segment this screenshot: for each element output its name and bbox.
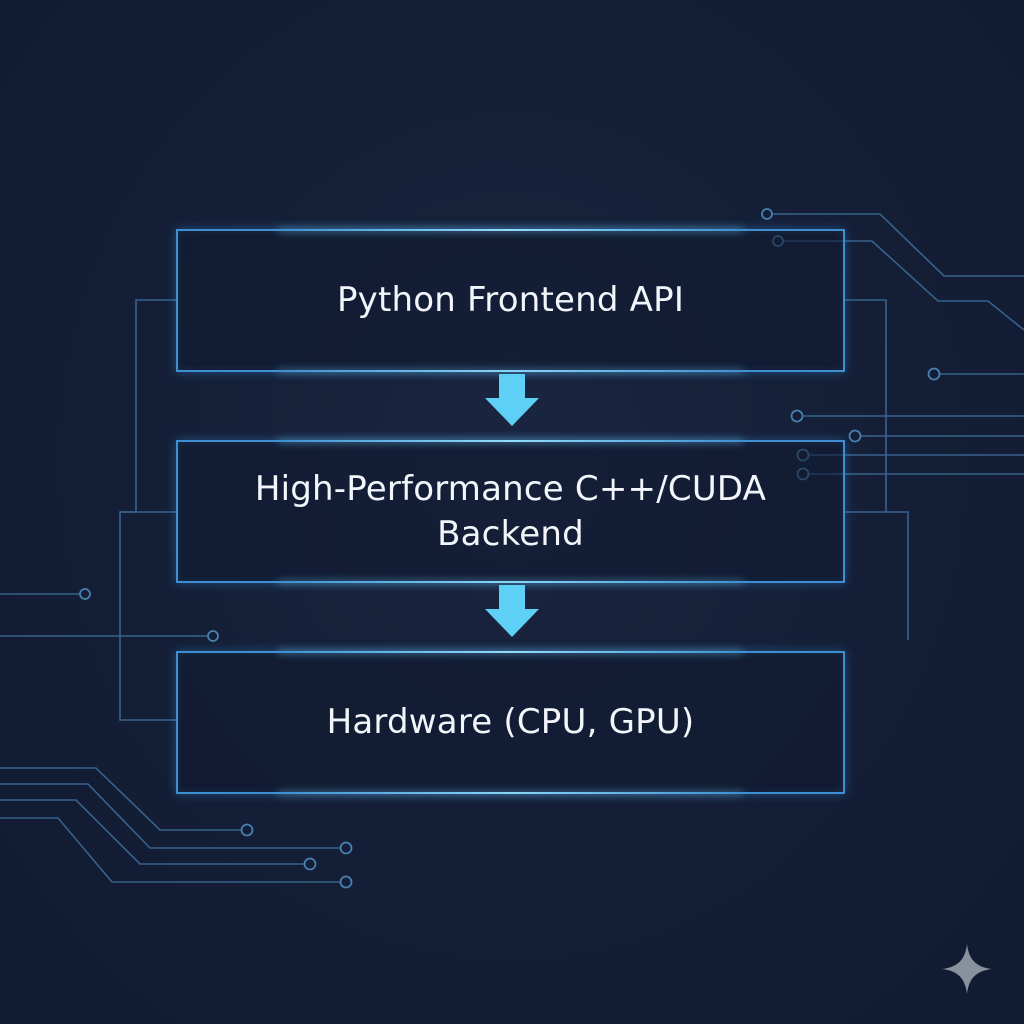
down-arrow-icon <box>485 374 539 426</box>
layer-label: Hardware (CPU, GPU) <box>326 702 695 742</box>
layer-label: High-Performance C++/CUDA Backend <box>254 468 767 554</box>
down-arrow-icon <box>485 585 539 637</box>
layer-hardware: Hardware (CPU, GPU) <box>176 651 845 794</box>
layer-cpp-cuda-backend: High-Performance C++/CUDA Backend <box>176 440 845 583</box>
layer-label: Python Frontend API <box>336 280 685 320</box>
sparkle-icon <box>942 944 992 994</box>
layer-python-frontend-api: Python Frontend API <box>176 229 845 372</box>
